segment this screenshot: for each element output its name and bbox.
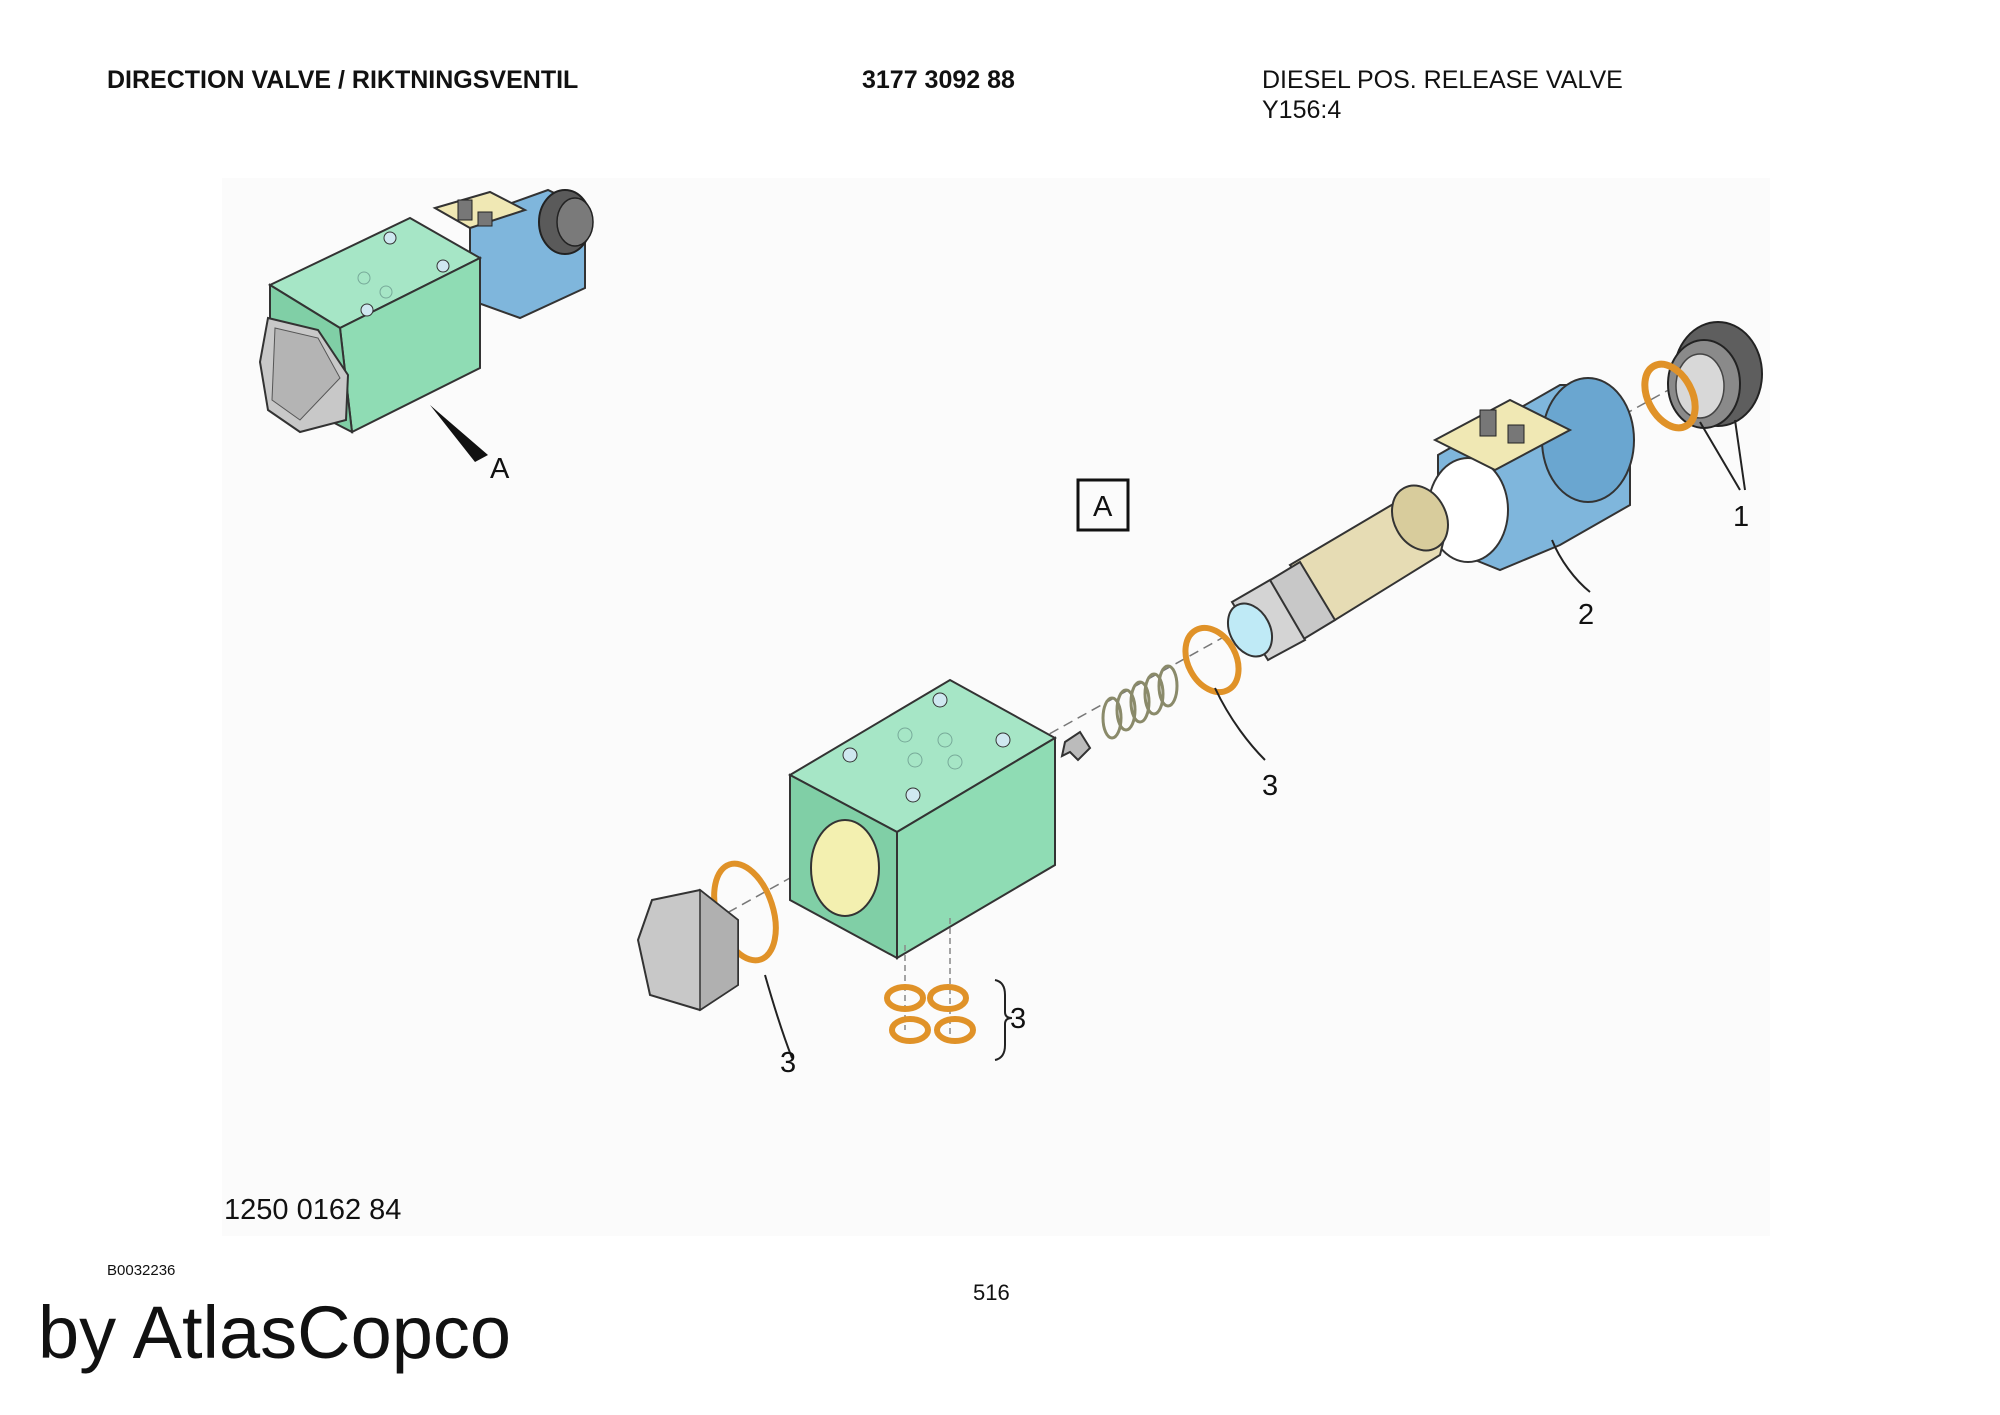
assembly-axis-line <box>699 377 1691 929</box>
spring-icon <box>1101 664 1179 740</box>
valve-cartridge-part <box>1226 484 1449 662</box>
port-seals-icon <box>884 984 976 1044</box>
callout-2: 2 <box>1578 599 1594 631</box>
valve-body-part <box>787 678 1058 960</box>
page-title: DIRECTION VALVE / RIKTNINGSVENTIL <box>107 66 579 94</box>
spring-seat-icon <box>1060 730 1092 762</box>
callout-1: 1 <box>1733 501 1749 533</box>
solenoid-coil-part <box>1427 377 1635 572</box>
view-arrow-icon <box>430 405 488 462</box>
assembled-valve: A <box>258 188 594 485</box>
callout-3-upper: 3 <box>1262 770 1278 802</box>
assembly-description: DIESEL POS. RELEASE VALVE <box>1262 66 1623 94</box>
image-reference: B0032236 <box>107 1262 176 1279</box>
upper-o-ring-icon <box>1182 624 1242 696</box>
assembly-position: Y156:4 <box>1262 96 1342 124</box>
plug-part <box>636 888 739 1012</box>
detail-view-label: A <box>1093 491 1113 523</box>
bracket-icon <box>994 979 1013 1061</box>
callout-3-lower-left: 3 <box>780 1047 796 1079</box>
view-marker-label: A <box>490 453 510 485</box>
o-ring-icon <box>1641 360 1699 432</box>
part-number: 1250 0162 84 <box>224 1194 402 1226</box>
brand-watermark: by AtlasCopco <box>38 1291 512 1374</box>
callout-3-seal-group: 3 <box>1010 1003 1026 1035</box>
page-number: 516 <box>973 1280 1010 1305</box>
document-number: 3177 3092 88 <box>862 66 1015 94</box>
detail-view-box <box>1076 478 1130 532</box>
